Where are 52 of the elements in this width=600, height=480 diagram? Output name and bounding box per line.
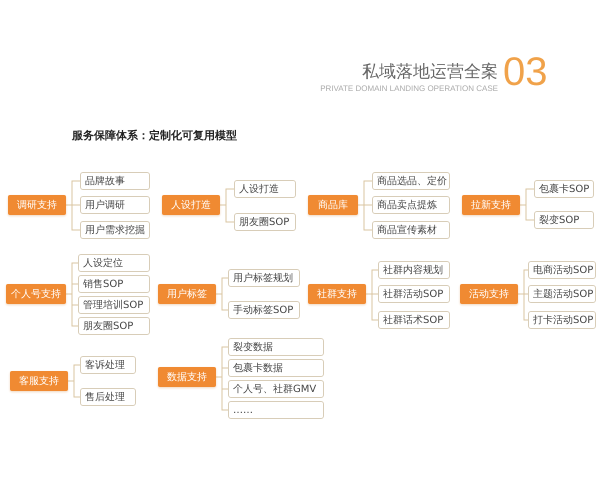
item-box: 社群话术SOP	[378, 311, 450, 329]
header-title: 私域落地运营全案	[362, 61, 498, 83]
item-box: 商品卖点提炼	[372, 196, 450, 214]
diagram-title: 服务保障体系：定制化可复用模型	[72, 128, 237, 143]
item-box: 社群内容规划	[378, 261, 450, 279]
category-box: 活动支持	[460, 284, 518, 304]
item-box: 朋友圈SOP	[234, 213, 296, 231]
item-box: 主题活动SOP	[528, 285, 596, 303]
category-box: 数据支持	[158, 367, 216, 387]
category-box: 个人号支持	[6, 284, 66, 304]
item-box: 电商活动SOP	[528, 261, 596, 279]
item-box: 销售SOP	[78, 275, 150, 293]
connector-line	[358, 204, 372, 230]
section-number: 03	[503, 50, 548, 94]
item-box: 用户标签规划	[228, 269, 300, 287]
item-box: ……	[228, 401, 324, 419]
category-box: 社群支持	[308, 284, 366, 304]
item-box: 品牌故事	[80, 172, 150, 190]
category-box: 客服支持	[10, 371, 68, 391]
item-box: 个人号、社群GMV	[228, 380, 324, 398]
item-box: 朋友圈SOP	[78, 317, 150, 335]
item-box: 裂变SOP	[534, 211, 594, 229]
item-box: 包裹卡SOP	[534, 180, 594, 198]
item-box: 打卡活动SOP	[528, 311, 596, 329]
connector-line	[66, 294, 78, 326]
connector-line	[216, 294, 228, 310]
category-box: 商品库	[308, 195, 358, 215]
item-box: 管理培训SOP	[78, 296, 150, 314]
item-box: 手动标签SOP	[228, 301, 300, 319]
item-box: 裂变数据	[228, 338, 324, 356]
connector-line	[220, 204, 234, 222]
connector-line	[66, 204, 80, 230]
category-box: 人设打造	[162, 195, 220, 215]
category-box: 用户标签	[158, 284, 216, 304]
category-box: 拉新支持	[462, 195, 520, 215]
connector-line	[366, 294, 378, 320]
item-box: 包裹卡数据	[228, 359, 324, 377]
connector-line	[518, 294, 528, 320]
item-box: 用户调研	[80, 196, 150, 214]
connector-line	[520, 204, 534, 220]
item-box: 售后处理	[80, 388, 136, 406]
item-box: 用户需求挖掘	[80, 221, 150, 239]
item-box: 人设打造	[234, 180, 296, 198]
header-subtitle: PRIVATE DOMAIN LANDING OPERATION CASE	[320, 84, 498, 93]
item-box: 客诉处理	[80, 356, 136, 374]
item-box: 人设定位	[78, 254, 150, 272]
category-box: 调研支持	[8, 195, 66, 215]
item-box: 商品选品、定价	[372, 172, 450, 190]
item-box: 商品宣传素材	[372, 221, 450, 239]
connector-line	[68, 380, 80, 398]
item-box: 社群活动SOP	[378, 285, 450, 303]
connector-line	[216, 376, 228, 410]
